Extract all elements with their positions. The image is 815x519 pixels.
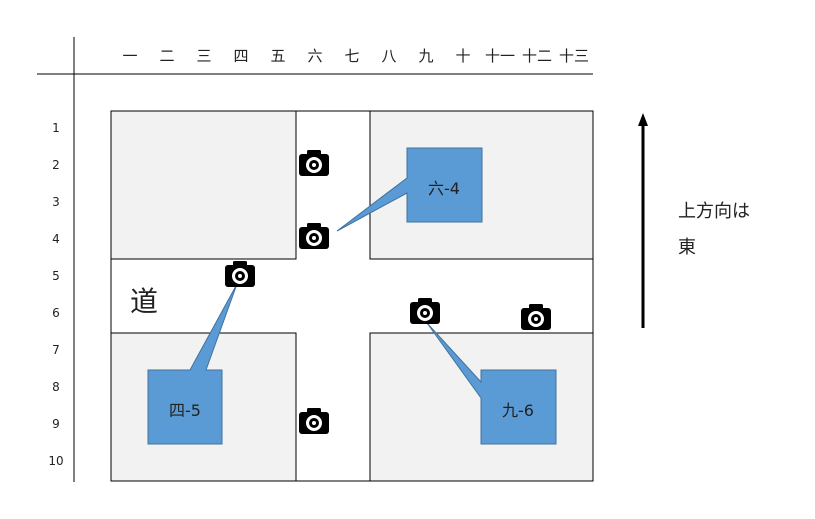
block-top-left — [110, 110, 297, 260]
callout-label: 九-6 — [502, 401, 534, 420]
column-label: 十二 — [522, 47, 553, 65]
column-label: 六 — [307, 47, 323, 65]
column-label: 七 — [344, 47, 360, 65]
row-label: 1 — [52, 121, 60, 135]
column-label: 十 — [455, 47, 471, 65]
column-label: 五 — [270, 47, 286, 65]
row-label: 6 — [52, 306, 60, 320]
callout-roku-4 — [336, 147, 483, 232]
direction-note-line-1: 上方向は — [678, 201, 750, 222]
row-label: 10 — [48, 454, 64, 468]
camera-icon — [299, 223, 329, 249]
column-label: 十一 — [485, 47, 516, 65]
column-label: 一 — [122, 47, 138, 65]
camera-icon — [299, 150, 329, 176]
row-label: 5 — [52, 269, 60, 283]
column-label: 九 — [418, 47, 434, 65]
row-label: 8 — [52, 380, 60, 394]
column-label: 四 — [233, 47, 249, 65]
column-label: 十三 — [559, 47, 590, 65]
arrow-up-icon — [638, 113, 648, 328]
row-label: 7 — [52, 343, 60, 357]
road-label: 道 — [130, 285, 159, 318]
row-label: 2 — [52, 158, 60, 172]
callout-label: 六-4 — [428, 179, 460, 198]
direction-note-line-2: 東 — [678, 237, 696, 258]
row-label: 3 — [52, 195, 60, 209]
row-label: 4 — [52, 232, 60, 246]
column-label: 三 — [196, 47, 212, 65]
callout-yon-5 — [147, 283, 238, 445]
column-label: 二 — [159, 47, 175, 65]
camera-icon — [225, 261, 255, 287]
callout-kyu-6 — [426, 322, 557, 445]
camera-icon — [521, 304, 551, 330]
column-label: 八 — [381, 47, 397, 65]
camera-icon — [299, 408, 329, 434]
row-label: 9 — [52, 417, 60, 431]
camera-icon — [410, 298, 440, 324]
callout-label: 四-5 — [169, 401, 201, 420]
